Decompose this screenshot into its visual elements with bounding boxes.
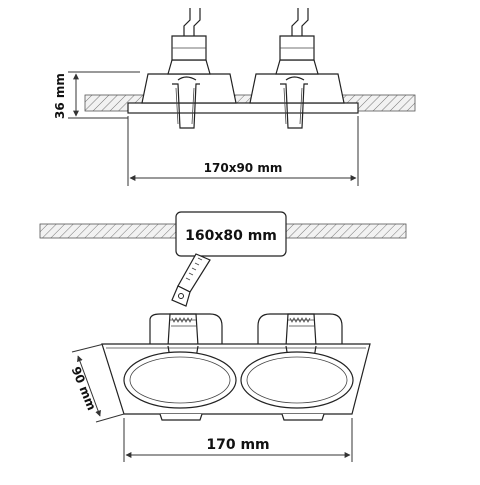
left-lamp-inner [129,356,231,404]
middle-cutout-view: 160x80 mm [39,211,407,307]
right-lamp-housing [249,8,345,129]
ceiling-right [285,223,407,239]
cutout-label: 160x80 mm [185,228,277,244]
right-lamp-inner [246,356,348,404]
left-housing-top [149,313,223,347]
depth-extension-top [71,343,105,353]
width-label: 170x90 mm [204,161,283,175]
saw-icon [171,253,211,307]
right-housing-top [257,313,343,347]
left-lamp-housing [141,8,237,129]
left-lamp-opening [123,351,237,409]
depth-extension-bottom [95,413,125,423]
bottom-width-label: 170 mm [206,437,269,453]
cutout-label-box [175,211,287,257]
ceiling-left [39,223,181,239]
left-bottom-tab [159,413,203,421]
right-bottom-tab [281,413,325,421]
depth-dimension-line [77,355,101,417]
top-side-view: 36 mm 170x90 mm [53,8,416,186]
depth-label: 90 mm [69,365,99,413]
bottom-front-view: 90 mm 170 mm [69,313,371,462]
right-lamp-opening [240,351,354,409]
trim-plate [127,102,359,114]
height-label: 36 mm [53,73,67,119]
